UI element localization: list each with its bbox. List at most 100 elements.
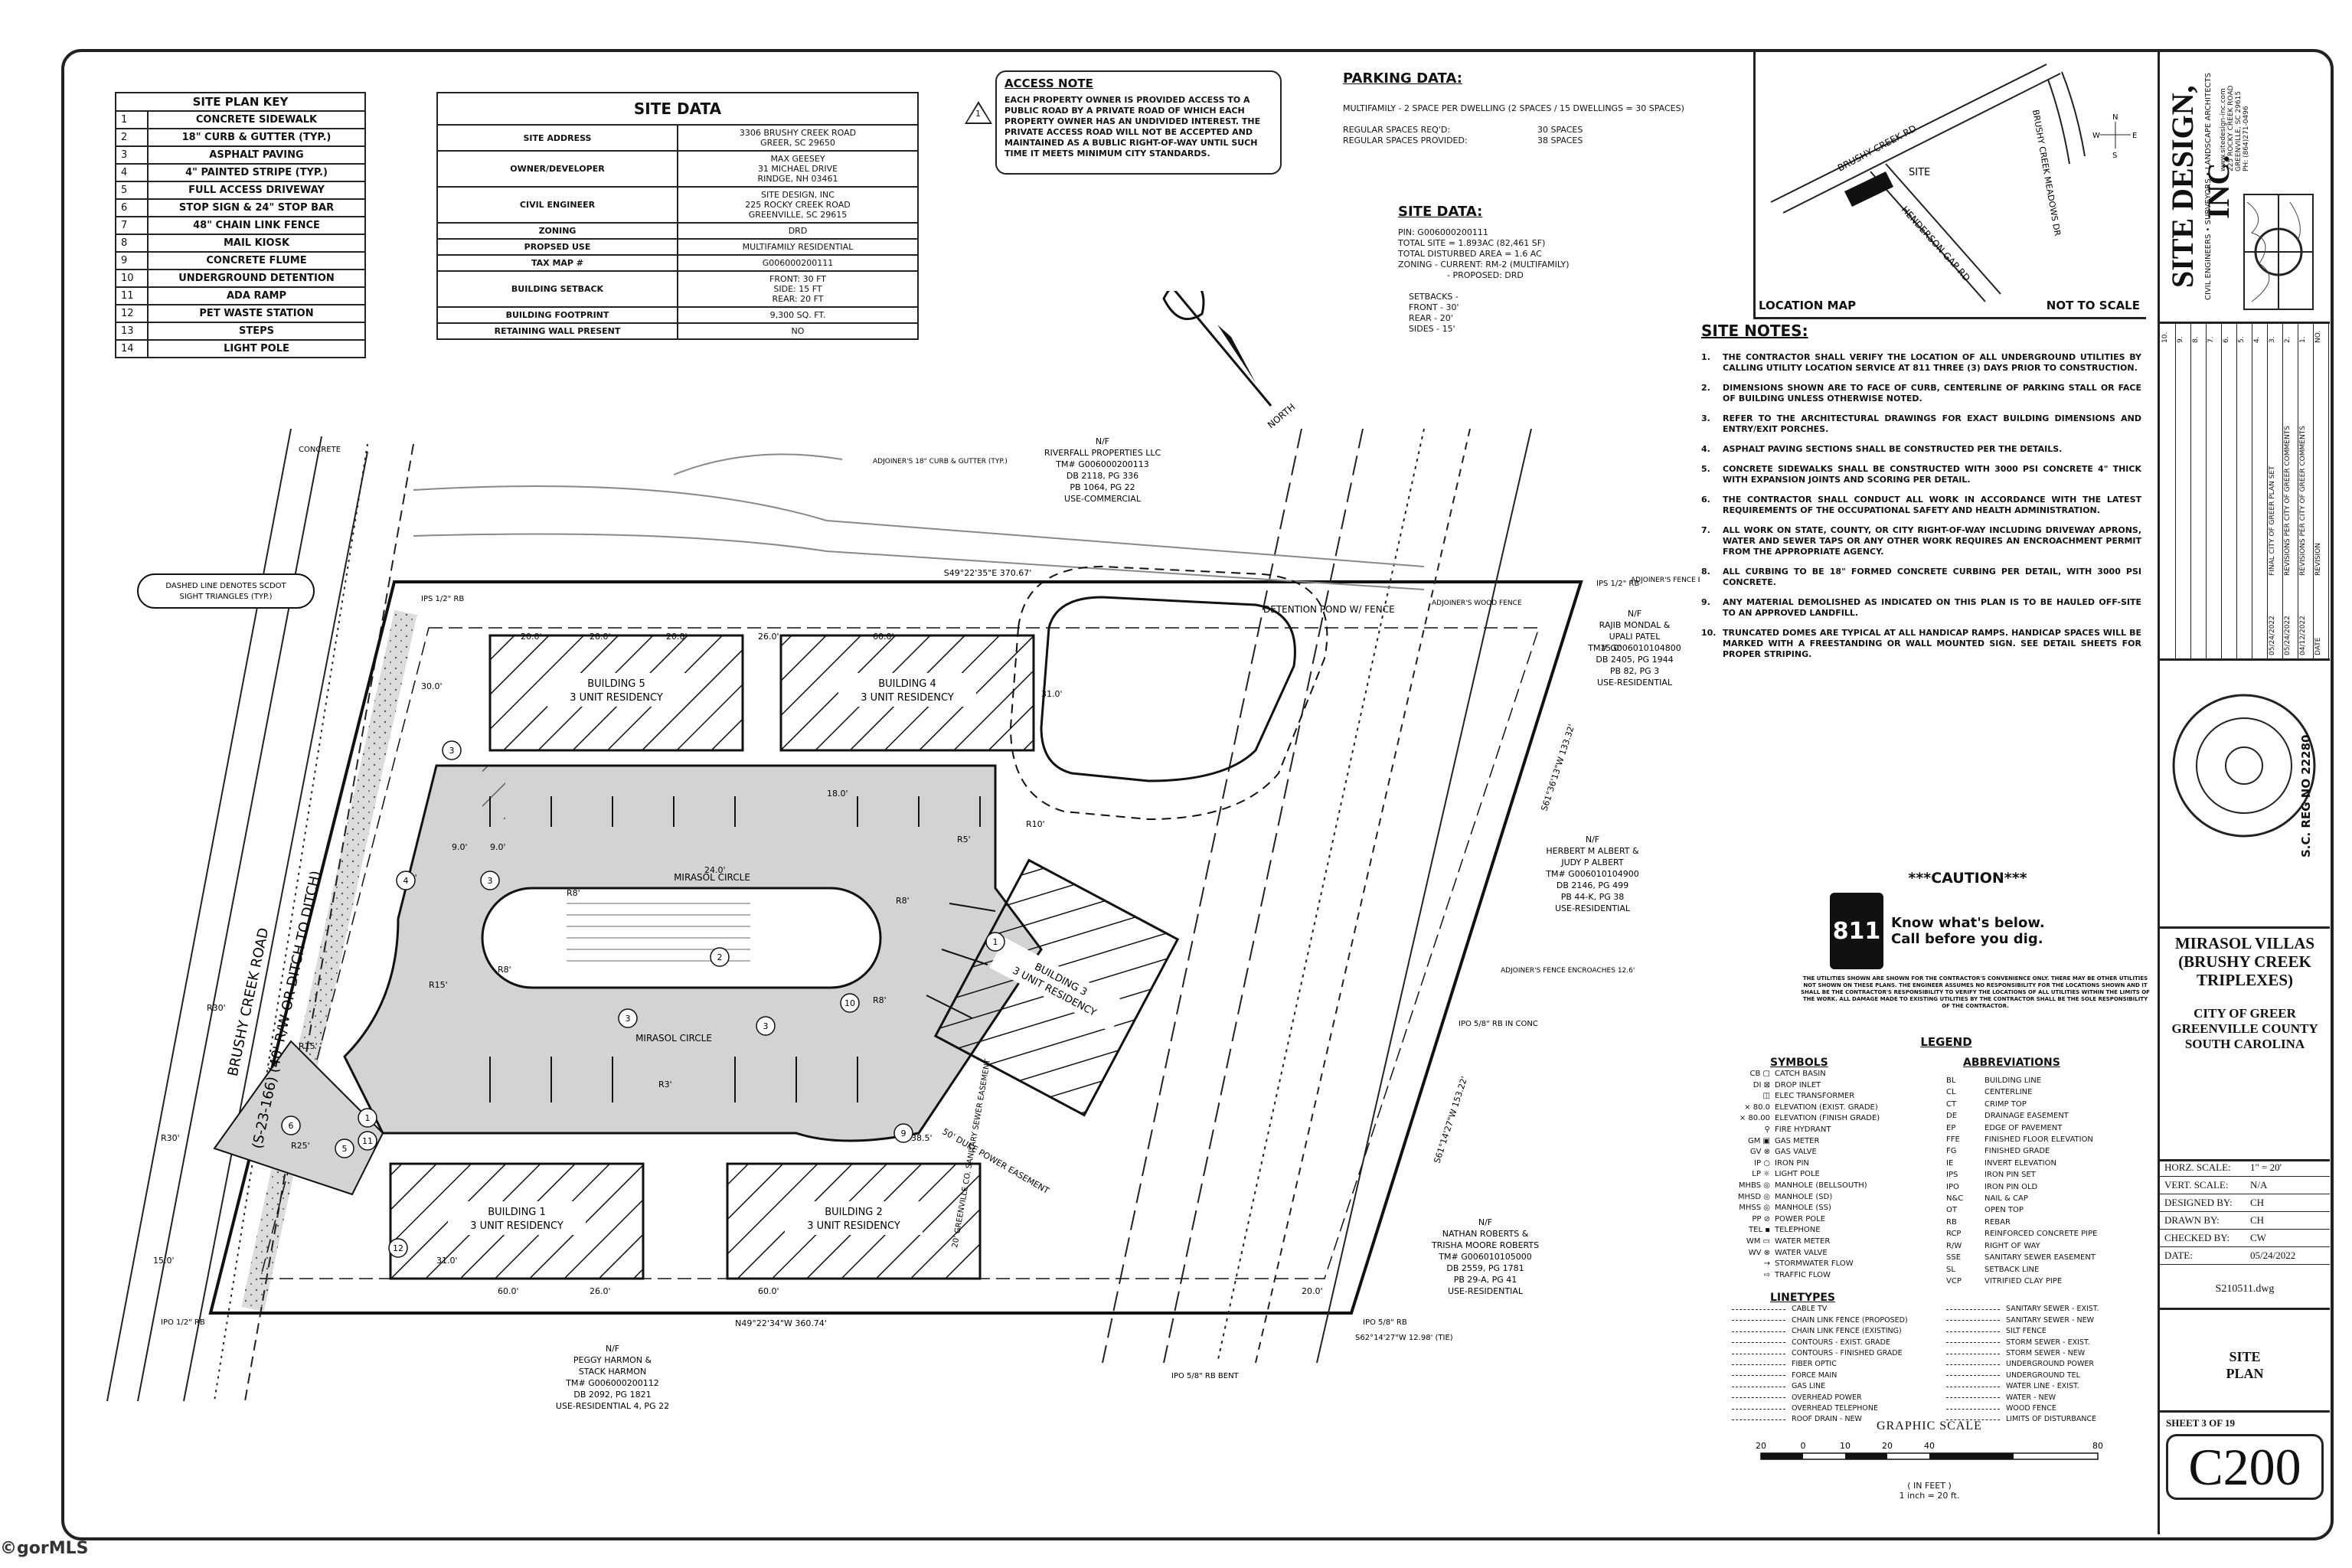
legend-symbol-glyph: × 80.00 (1739, 1114, 1770, 1123)
legend-abbr-label: SETBACK LINE (1984, 1265, 2040, 1274)
site-note-item: 2.DIMENSIONS SHOWN ARE TO FACE OF CURB, … (1701, 383, 2141, 404)
mls-watermark: ©gorMLS (0, 1539, 89, 1558)
neighbor-parcel-line: USE-RESIDENTIAL 4, PG 22 (556, 1401, 669, 1411)
key-number: 6 (115, 198, 149, 217)
linetype-sample (1946, 1309, 2000, 1311)
linetype-sample (1732, 1331, 1785, 1332)
dimension-label: R8' (498, 965, 511, 975)
legend-symbol-label: MANHOLE (SD) (1775, 1192, 1833, 1201)
site-note-item: 6.THE CONTRACTOR SHALL CONDUCT ALL WORK … (1701, 495, 2141, 516)
detention-pond (1040, 596, 1296, 782)
dwg-file: S210511.dwg (2215, 1283, 2275, 1295)
fence-note: ADJOINER'S WOOD FENCE (1432, 599, 1522, 607)
dimension-label: 20.0' (521, 632, 542, 642)
legend-symbol-row: CB ▢CATCH BASIN (1732, 1069, 1946, 1080)
svg-text:DASHED LINE DENOTES SCDOT: DASHED LINE DENOTES SCDOT (165, 582, 286, 590)
site-note-number: 4. (1701, 444, 1710, 454)
engineer-seal-block: S.C. REG NO 22280 (2160, 658, 2330, 929)
street-label: MIRASOL CIRCLE (635, 1033, 712, 1044)
legend-linetype-row: CONTOURS - EXIST. GRADE (1732, 1338, 1946, 1348)
revision-number: 6. (2223, 336, 2230, 343)
revision-number: 9. (2177, 336, 2184, 343)
svg-text:3: 3 (763, 1021, 769, 1031)
legend-symbol-label: FIRE HYDRANT (1775, 1125, 1831, 1134)
meta-value: CH (2250, 1197, 2265, 1208)
location-map-site-label: SITE (1909, 167, 1930, 178)
site-data-note-line: ZONING - CURRENT: RM-2 (MULTIFAMILY) (1398, 260, 1570, 270)
legend-abbr-code: RB (1946, 1217, 1957, 1227)
site-note-item: 9.ANY MATERIAL DEMOLISHED AS INDICATED O… (1701, 597, 2141, 619)
sheet-number: SHEET 3 OF 19 (2166, 1417, 2235, 1429)
legend-linetype-label: OVERHEAD POWER (1792, 1393, 1862, 1402)
revision-number: 8. (2192, 336, 2200, 343)
legend-linetype-row: SANITARY SEWER - EXIST. (1946, 1304, 2161, 1315)
scale-tick-label: 80 (2092, 1441, 2103, 1451)
sheet-code: C200 (2166, 1434, 2324, 1500)
svg-text:W: W (2092, 132, 2100, 140)
neighbor-parcel-line: USE-COMMERCIAL (1064, 494, 1142, 504)
svg-text:5: 5 (342, 1144, 348, 1154)
neighbor-parcel-line: TM# G006000200113 (1055, 459, 1148, 469)
building-name: BUILDING 4 (878, 678, 936, 690)
fence-note: ADJOINER'S FENCE ENCROACHES 12.6' (1501, 967, 1635, 975)
key-callout: 3 (618, 1008, 638, 1028)
key-label: FULL ACCESS DRIVEWAY (147, 181, 366, 200)
building-use: 3 UNIT RESIDENCY (861, 692, 954, 704)
legend-linetype-row: STORM SEWER - NEW (1946, 1348, 2161, 1359)
site-data-title: SITE DATA (436, 92, 919, 126)
legend-symbol-label: DROP INLET (1775, 1080, 1821, 1089)
setback-line (260, 627, 1540, 1279)
project-name-line: TRIPLEXES) (2196, 971, 2294, 989)
legend-abbr-code: OT (1946, 1206, 1957, 1215)
revision-text: REVISION (2314, 543, 2322, 576)
legend-linetype-label: CONTOURS - FINISHED GRADE (1792, 1348, 1903, 1357)
graphic-scale-unit: ( IN FEET ) (1907, 1481, 1952, 1491)
neighbor-parcel-line: PB 29-A, PG 41 (1454, 1275, 1517, 1285)
legend-abbr-code: SSE (1946, 1253, 1962, 1263)
site-data-value: 9,300 SQ. FT. (677, 306, 919, 324)
key-label: STOP SIGN & 24" STOP BAR (147, 198, 366, 217)
key-callout: 3 (480, 871, 500, 890)
site-data-key: PROPSED USE (436, 238, 678, 256)
site-data-value: 3306 BRUSHY CREEK ROAD GREER, SC 29650 (677, 124, 919, 152)
linetype-sample (1946, 1397, 2000, 1399)
svg-text:S: S (2112, 152, 2117, 160)
svg-text:E: E (2132, 132, 2137, 140)
key-label: UNDERGROUND DETENTION (147, 269, 366, 288)
revision-number: 2. (2284, 336, 2292, 343)
legend-abbr-code: BL (1946, 1076, 1956, 1085)
access-note-symbol: 1 (975, 109, 981, 119)
neighbor-parcel-line: TM# G006000200112 (565, 1378, 658, 1388)
legend-symbol-row: MHBS ◎MANHOLE (BELLSOUTH) (1732, 1181, 1946, 1192)
legend-symbol-glyph: IP ○ (1754, 1158, 1770, 1168)
legend-linetype-row: SANITARY SEWER - NEW (1946, 1315, 2161, 1326)
neighbor-parcel-line: N/F (1586, 835, 1599, 844)
legend-symbol-glyph: ⚲ (1764, 1125, 1770, 1134)
revision-number: 3. (2269, 336, 2276, 343)
legend-linetype-label: STORM SEWER - NEW (2006, 1348, 2086, 1357)
site-note-number: 8. (1701, 567, 1710, 577)
revision-number: NO. (2314, 330, 2322, 343)
dimension-label: 30.0' (421, 681, 443, 691)
legend-abbr-label: CENTERLINE (1984, 1088, 2033, 1097)
scale-tick-label: 20 (1756, 1441, 1766, 1451)
neighbor-parcel-line: TM# G006010104800 (1587, 643, 1681, 653)
dimension-label: R25' (291, 1141, 310, 1151)
legend-symbol-glyph: MHSD ◎ (1737, 1192, 1770, 1201)
neighbor-parcel-line: HERBERT M ALBERT & (1546, 846, 1639, 856)
legend-linetype-label: ROOF DRAIN - NEW (1792, 1415, 1862, 1424)
legend-linetype-label: SILT FENCE (2006, 1327, 2047, 1336)
building-footprint: BUILDING 33 UNIT RESIDENCY (933, 858, 1180, 1117)
legend-symbol-label: ELEVATION (EXIST. GRADE) (1775, 1102, 1878, 1112)
legend-symbol-glyph: MHBS ◎ (1738, 1181, 1770, 1190)
